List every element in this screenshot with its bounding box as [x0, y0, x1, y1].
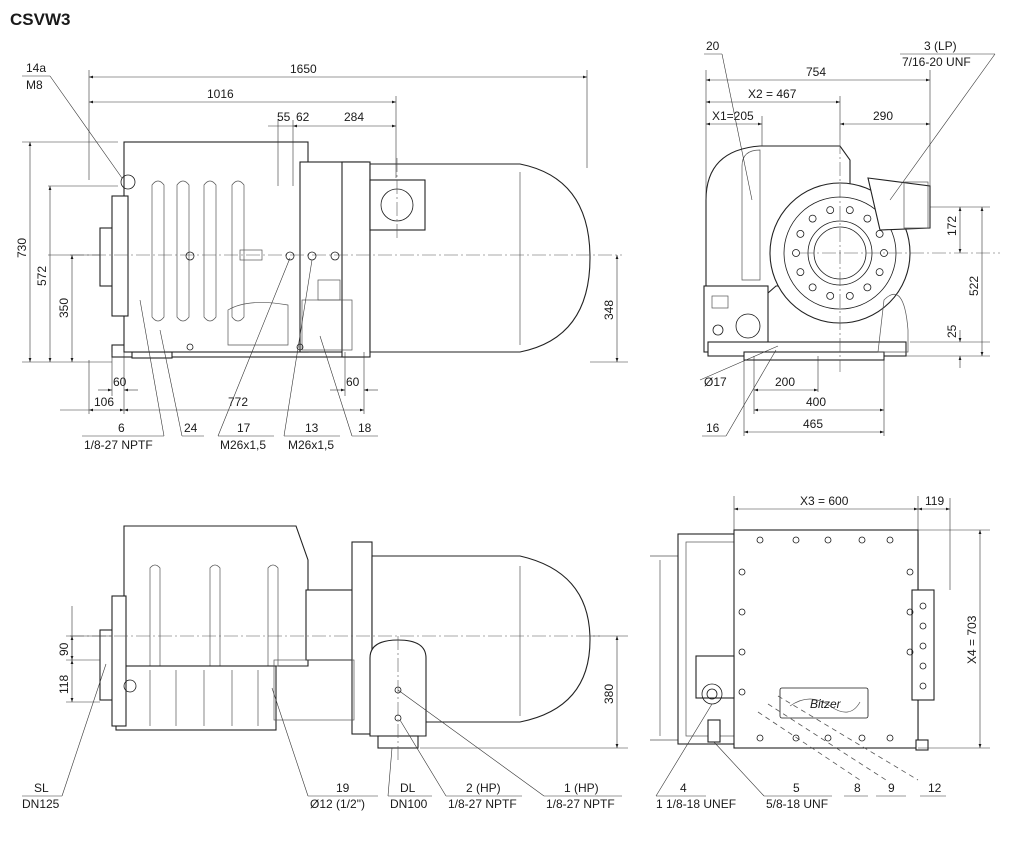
dim-172: 172	[945, 216, 959, 236]
dim-730: 730	[15, 238, 29, 258]
callout-8: 8	[854, 781, 861, 795]
dim-400: 400	[806, 395, 826, 409]
dim-118: 118	[57, 675, 71, 694]
callout-2-hp-spec: 1/8-27 NPTF	[448, 797, 517, 811]
callout-sl-spec: DN125	[22, 797, 60, 811]
callout-18: 18	[358, 421, 372, 435]
end-view: 754 X2 = 467 X1=205 290 172 522 25 200	[699, 39, 1000, 437]
flange-bolt-hole	[808, 214, 817, 223]
dim-522: 522	[967, 276, 981, 296]
dim-200: 200	[775, 375, 795, 389]
dim-60-right: 60	[346, 375, 360, 389]
dim-380: 380	[602, 684, 616, 704]
dim-55: 55	[277, 110, 291, 124]
dim-62: 62	[296, 110, 310, 124]
dim-350: 350	[57, 298, 71, 318]
flange-bolts	[792, 206, 888, 300]
front-view: 90 118 380 SL DN125 19 Ø12 (1/2") DL DN1…	[22, 525, 628, 811]
callout-24: 24	[184, 421, 198, 435]
callout-9: 9	[888, 781, 895, 795]
brand-plate: Bitzer	[810, 697, 842, 711]
dim-90: 90	[57, 642, 71, 656]
callout-16: 16	[706, 421, 720, 435]
callout-3-lp-spec: 7/16-20 UNF	[902, 55, 971, 69]
callout-5-spec: 5/8-18 UNF	[766, 797, 828, 811]
dim-1650: 1650	[290, 62, 317, 76]
callout-20: 20	[706, 39, 720, 53]
callout-13: 13	[305, 421, 319, 435]
dim-x4: X4 = 703	[965, 615, 979, 664]
flange-bolt-hole	[845, 206, 854, 215]
dim-d17: Ø17	[704, 375, 727, 389]
flange-bolt-hole	[792, 249, 800, 257]
callout-6: 6	[118, 421, 125, 435]
dim-60-left: 60	[113, 375, 127, 389]
callout-17: 17	[237, 421, 251, 435]
dim-572: 572	[35, 266, 49, 286]
callout-1-hp-spec: 1/8-27 NPTF	[546, 797, 615, 811]
dim-106: 106	[94, 395, 114, 409]
callout-dl-spec: DN100	[390, 797, 428, 811]
callout-sl: SL	[34, 781, 49, 795]
flange-bolt-hole	[808, 283, 817, 292]
callout-12: 12	[928, 781, 942, 795]
top-view: Bitzer X3 = 600 119 X4 = 703	[650, 494, 990, 811]
dim-x1: X1=205	[712, 109, 754, 123]
callout-1-hp: 1 (HP)	[564, 781, 599, 795]
flange-bolt-hole	[880, 249, 888, 257]
callout-dl: DL	[400, 781, 416, 795]
dim-284: 284	[344, 110, 364, 124]
callout-13-spec: M26x1,5	[288, 438, 334, 452]
callout-3-lp: 3 (LP)	[924, 39, 957, 53]
dim-772: 772	[228, 395, 248, 409]
flange-bolt-hole	[863, 214, 872, 223]
dim-348: 348	[602, 300, 616, 320]
dim-25: 25	[945, 324, 959, 338]
callout-4-spec: 1 1/8-18 UNEF	[656, 797, 736, 811]
callout-14a: 14a	[26, 61, 46, 75]
dim-754: 754	[806, 65, 826, 79]
dim-119: 119	[925, 494, 944, 508]
callout-4: 4	[680, 781, 687, 795]
callout-17-spec: M26x1,5	[220, 438, 266, 452]
dim-x2: X2 = 467	[748, 87, 797, 101]
callout-2-hp: 2 (HP)	[466, 781, 501, 795]
flange-bolt-hole	[863, 283, 872, 292]
callout-14a-spec: M8	[26, 78, 43, 92]
drawing-title: CSVW3	[10, 10, 71, 29]
flange-bolt-hole	[796, 229, 805, 238]
callout-6-spec: 1/8-27 NPTF	[84, 438, 153, 452]
flange-bolt-hole	[826, 291, 835, 300]
flange-bolt-hole	[826, 206, 835, 215]
dim-465: 465	[803, 417, 823, 431]
flange-bolt-hole	[875, 268, 884, 277]
callout-19: 19	[336, 781, 350, 795]
flange-bolt-hole	[845, 291, 854, 300]
callout-19-spec: Ø12 (1/2")	[310, 797, 365, 811]
side-view: 1650 1016 55 62 284 730 572 350 3	[15, 61, 628, 452]
callout-5: 5	[793, 781, 800, 795]
dim-290: 290	[873, 109, 893, 123]
dim-1016: 1016	[207, 87, 234, 101]
flange-bolt-hole	[796, 268, 805, 277]
dim-x3: X3 = 600	[800, 494, 849, 508]
